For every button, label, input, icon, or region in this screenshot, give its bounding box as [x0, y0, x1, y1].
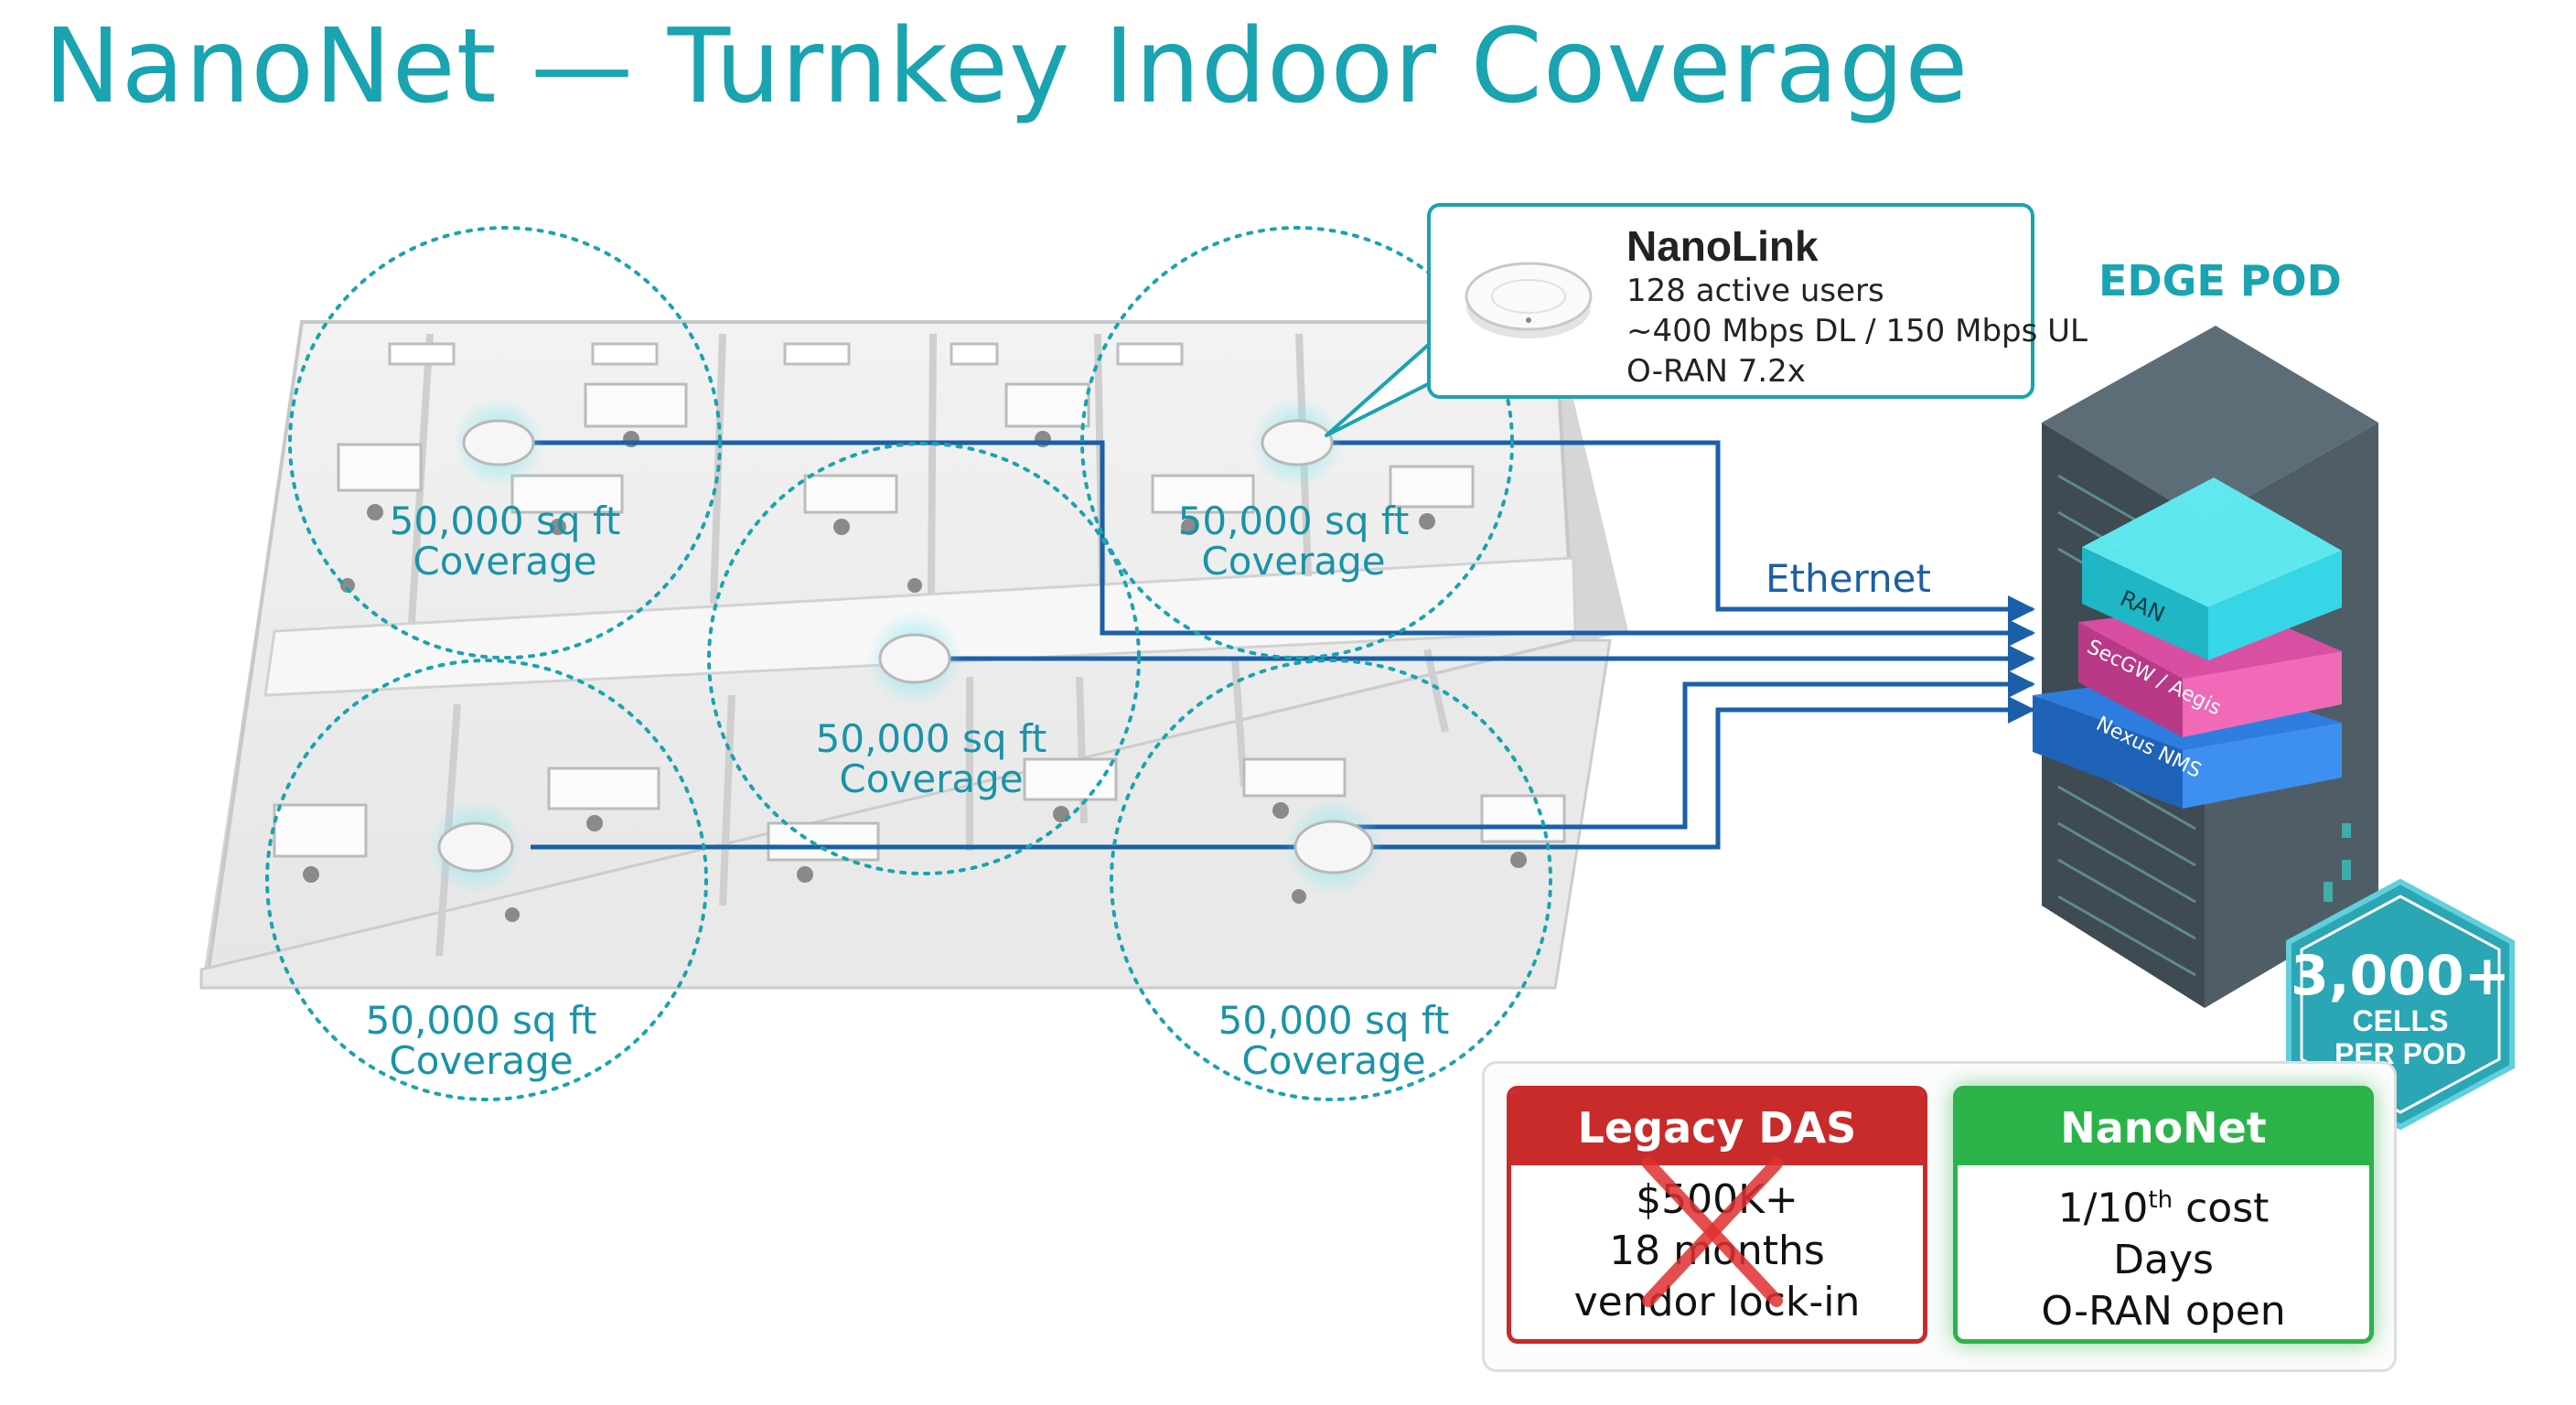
callout-standard: O-RAN 7.2x [1626, 353, 1806, 390]
badge-value: 3,000+ [2290, 944, 2511, 1008]
ethernet-label: Ethernet [1766, 556, 1931, 601]
coverage-caption: Coverage [1241, 1038, 1425, 1083]
ethernet-link-2 [1285, 440, 2035, 623]
small-cell-device-icon [1284, 798, 1383, 896]
coverage-circle-1 [288, 226, 722, 660]
comparison-panel: Legacy DAS $500K+ 18 months vendor lock-… [1482, 1061, 2397, 1372]
ethernet-link-4 [1322, 670, 2035, 830]
ethernet-links [531, 440, 2035, 850]
coverage-circle-2 [1080, 226, 1514, 660]
small-cell-device-icon [453, 397, 544, 488]
coverage-area-label: 50,000 sq ft [366, 998, 597, 1043]
legacy-das-title: Legacy DAS [1511, 1090, 1923, 1165]
coverage-area-label: 50,000 sq ft [816, 716, 1047, 761]
coverage-caption: Coverage [1201, 539, 1385, 584]
page-title: NanoNet — Turnkey Indoor Coverage [44, 7, 1970, 126]
callout-throughput: ~400 Mbps DL / 150 Mbps UL [1626, 313, 2088, 349]
nanonet-time: Days [2113, 1236, 2214, 1283]
coverage-caption: Coverage [839, 756, 1023, 801]
nanonet-title: NanoNet [1958, 1090, 2369, 1165]
coverage-circle-3 [707, 442, 1141, 875]
callout-users: 128 active users [1626, 273, 1884, 309]
small-cell-device-icon [867, 611, 962, 706]
coverage-circle-5 [1110, 659, 1552, 1101]
edge-pod-title: EDGE POD [2098, 256, 2342, 306]
coverage-caption: Coverage [389, 1038, 573, 1083]
edge-pod-stack: RAN SecGW / Aegis Nexus NMS [2033, 477, 2342, 809]
coverage-area-label: 50,000 sq ft [390, 499, 621, 543]
nanonet-openness: O-RAN open [2041, 1287, 2286, 1335]
ethernet-link-5 [531, 696, 2035, 850]
legacy-lock: vendor lock-in [1573, 1279, 1861, 1325]
badge-line1: CELLS [2352, 1004, 2449, 1037]
coverage-area-label: 50,000 sq ft [1178, 499, 1410, 543]
nanolink-callout: NanoLink 128 active users ~400 Mbps DL /… [1427, 203, 2088, 399]
small-cells [428, 397, 1383, 896]
small-cell-device-icon [428, 799, 523, 895]
callout-title: NanoLink [1626, 222, 1819, 270]
nanonet-cost: 1/10th cost [2057, 1185, 2270, 1232]
cross-mark-icon [1642, 1157, 1783, 1307]
small-cell-device-icon [1251, 397, 1343, 488]
coverage-labels: 50,000 sq ft Coverage 50,000 sq ft Cover… [366, 499, 1450, 1083]
ethernet-link-1 [531, 440, 2035, 647]
nanonet-card: NanoNet 1/10th cost Days O-RAN open [1953, 1086, 2374, 1344]
small-cell-device-icon [1465, 262, 1593, 338]
coverage-circle-4 [265, 659, 708, 1101]
coverage-area-label: 50,000 sq ft [1218, 998, 1450, 1043]
legacy-das-card: Legacy DAS $500K+ 18 months vendor lock-… [1507, 1086, 1927, 1344]
coverage-zones [265, 226, 1552, 1101]
ran-layer [2082, 477, 2342, 660]
coverage-caption: Coverage [413, 539, 596, 584]
